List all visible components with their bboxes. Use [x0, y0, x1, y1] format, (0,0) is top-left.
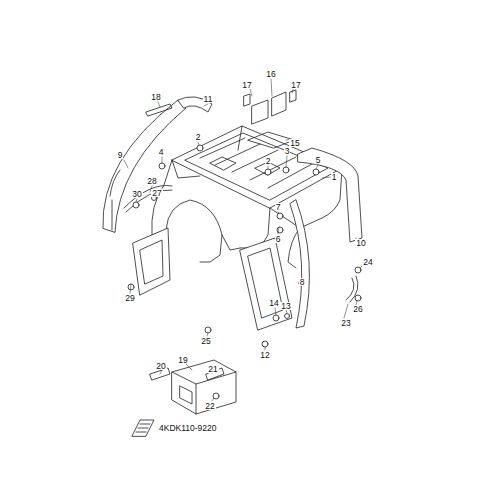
callout-number: 18 [150, 93, 161, 102]
callout-number: 29 [124, 294, 135, 303]
callout-number: 17 [290, 81, 301, 90]
callout-number: 9 [117, 151, 124, 160]
callout-number: 30 [131, 190, 142, 199]
callout-number: 6 [275, 235, 282, 244]
callout-number: 22 [204, 402, 215, 411]
drawing-code: 4KDK110-9220 [158, 424, 218, 433]
callout-number: 10 [355, 239, 366, 248]
callout-number: 1 [331, 173, 338, 182]
callout-number: 23 [340, 319, 351, 328]
callout-number: 8 [299, 278, 306, 287]
callout-number: 11 [203, 95, 214, 104]
callout-number: 5 [315, 156, 322, 165]
callout-number: 19 [177, 356, 188, 365]
callout-number: 17 [241, 81, 252, 90]
callout-number: 13 [280, 302, 291, 311]
callout-number: 21 [207, 365, 218, 374]
callout-number: 15 [289, 139, 300, 148]
callout-number: 2 [265, 157, 272, 166]
callout-number: 28 [146, 177, 157, 186]
callout-number: 7 [275, 203, 282, 212]
callout-number: 20 [155, 362, 166, 371]
callout-number: 26 [352, 305, 363, 314]
callout-number: 24 [362, 258, 373, 267]
callout-number: 4 [158, 148, 165, 157]
callout-number: 12 [259, 351, 270, 360]
callout-number: 27 [151, 189, 162, 198]
callout-number: 25 [200, 337, 211, 346]
callout-number: 14 [268, 299, 279, 308]
callout-number: 16 [265, 70, 276, 79]
callout-number: 2 [195, 133, 202, 142]
callout-number: 3 [284, 147, 291, 156]
